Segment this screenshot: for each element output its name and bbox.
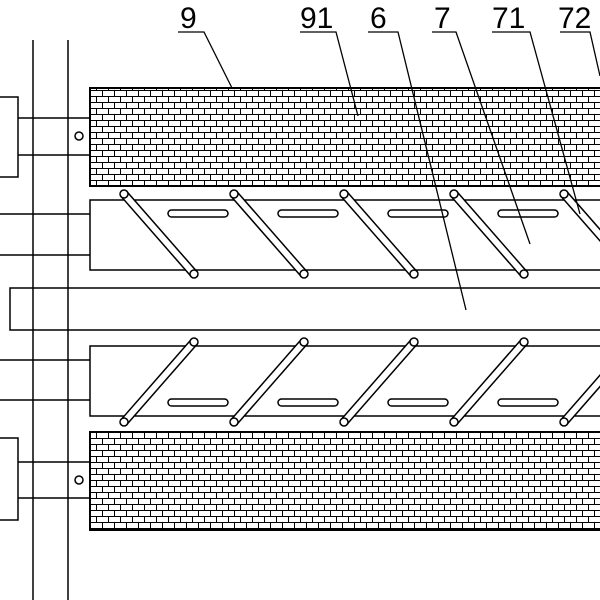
brush-roller-bottom <box>89 431 600 531</box>
label-7: 7 <box>434 2 451 35</box>
central-shaft <box>9 287 600 331</box>
slots-bottom <box>167 398 559 407</box>
slots-top <box>167 209 559 218</box>
label-72: 72 <box>558 2 591 35</box>
brush-roller-top <box>89 87 600 187</box>
label-91: 91 <box>300 2 333 35</box>
motor-box-top <box>0 96 19 178</box>
blades-bottom <box>119 337 600 427</box>
label-6: 6 <box>370 2 387 35</box>
leader-lines <box>178 31 600 311</box>
bearing-dot-bottom <box>74 475 84 485</box>
blades-top <box>119 189 600 279</box>
motor-box-bottom <box>0 437 19 521</box>
label-9: 9 <box>180 2 197 35</box>
label-71: 71 <box>492 2 525 35</box>
bearing-dot-top <box>74 131 84 141</box>
